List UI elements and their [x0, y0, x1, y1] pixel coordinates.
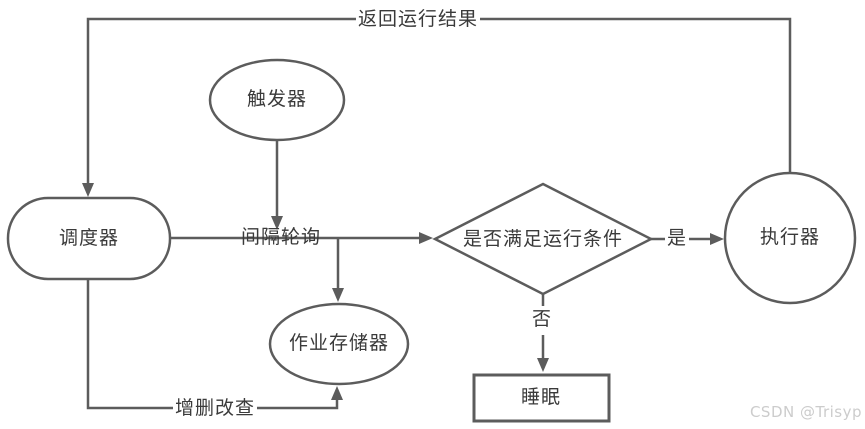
edge-crud-label: 增删改查: [172, 397, 258, 420]
node-executor-shape: [723, 171, 857, 305]
csdn-watermark: CSDN @Trisyp: [749, 403, 862, 421]
edge-return-result-line: [86, 17, 792, 183]
node-sleep-shape: [472, 373, 611, 423]
node-sleep-label: 睡眠: [520, 386, 562, 409]
edge-interval-poll-label: 间隔轮询: [240, 226, 322, 249]
node-job-store-label: 作业存储器: [288, 332, 390, 355]
edge-return-result-label: 返回运行结果: [355, 8, 481, 31]
edge-no-label: 否: [529, 308, 555, 331]
node-trigger-label: 触发器: [246, 88, 308, 111]
node-decision-label: 是否满足运行条件: [462, 228, 624, 251]
node-executor-label: 执行器: [759, 226, 821, 249]
arrowhead-trigger-down: [271, 216, 283, 230]
arrowhead-into-decision: [419, 232, 433, 244]
arrowhead-into-jobstore-top: [332, 288, 344, 302]
arrowhead-into-executor: [710, 233, 724, 245]
arrowhead-into-sleep: [537, 358, 549, 372]
arrowhead-into-scheduler: [82, 183, 94, 197]
node-job-store-shape: [268, 302, 410, 386]
node-scheduler-label: 调度器: [58, 227, 120, 250]
arrowhead-into-jobstore-bottom: [331, 386, 343, 400]
edge-yes-label: 是: [664, 227, 690, 250]
